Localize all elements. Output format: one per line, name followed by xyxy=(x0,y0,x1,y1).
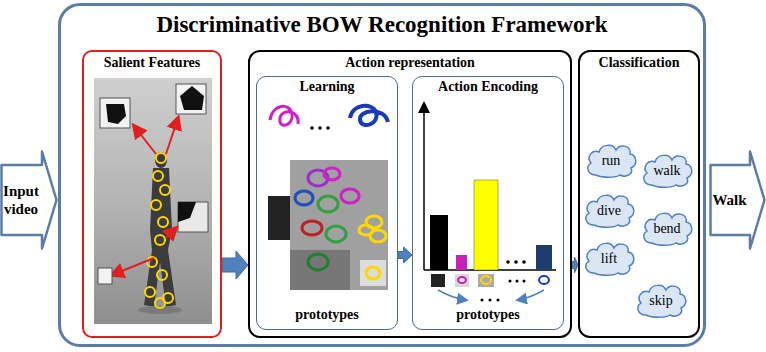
classification-panel: Classification run walk dive bend lift skip xyxy=(578,50,700,338)
class-cloud: skip xyxy=(634,282,688,318)
encoding-histogram xyxy=(424,104,556,302)
panel-title: Classification xyxy=(583,55,695,72)
flow-arrow xyxy=(222,251,248,279)
block-arrow-outline xyxy=(0,150,58,250)
input-arrow: Input video xyxy=(0,150,58,250)
class-cloud: lift xyxy=(582,240,636,276)
panel-title: Salient Features xyxy=(87,55,217,72)
class-cloud: walk xyxy=(640,152,694,188)
salient-picture xyxy=(94,78,212,324)
arrow-label: Input video xyxy=(2,182,40,218)
flow-arrow xyxy=(398,247,412,263)
learning-picture xyxy=(268,106,388,290)
action-class: run xyxy=(602,153,621,170)
action-class: dive xyxy=(597,203,621,220)
output-arrow: Walk xyxy=(709,150,766,250)
salient-panel: Salient Features xyxy=(82,50,222,338)
action-class: bend xyxy=(653,221,680,238)
class-cloud: dive xyxy=(582,192,636,228)
class-cloud: run xyxy=(584,142,638,178)
framework-box: Discriminative BOW Recognition Framework… xyxy=(58,3,706,347)
panel-caption: prototypes xyxy=(456,307,520,324)
encoding-panel: Action Encoding prototypes xyxy=(412,76,564,330)
action-class: skip xyxy=(649,293,672,310)
panel-title: Discriminative BOW Recognition Framework xyxy=(65,11,699,39)
panel-title: Action representation xyxy=(253,55,567,72)
panel-title: Learning xyxy=(299,79,354,96)
panel-caption: prototypes xyxy=(295,307,359,324)
action-class: lift xyxy=(601,251,617,268)
arrow-label: Walk xyxy=(711,191,748,209)
learning-panel: Learning prototypes xyxy=(256,76,398,330)
representation-panel: Action representationLearningprototypesA… xyxy=(248,50,572,338)
panel-title: Action Encoding xyxy=(438,79,538,96)
class-cloud: bend xyxy=(640,210,694,246)
action-class: walk xyxy=(653,163,680,180)
